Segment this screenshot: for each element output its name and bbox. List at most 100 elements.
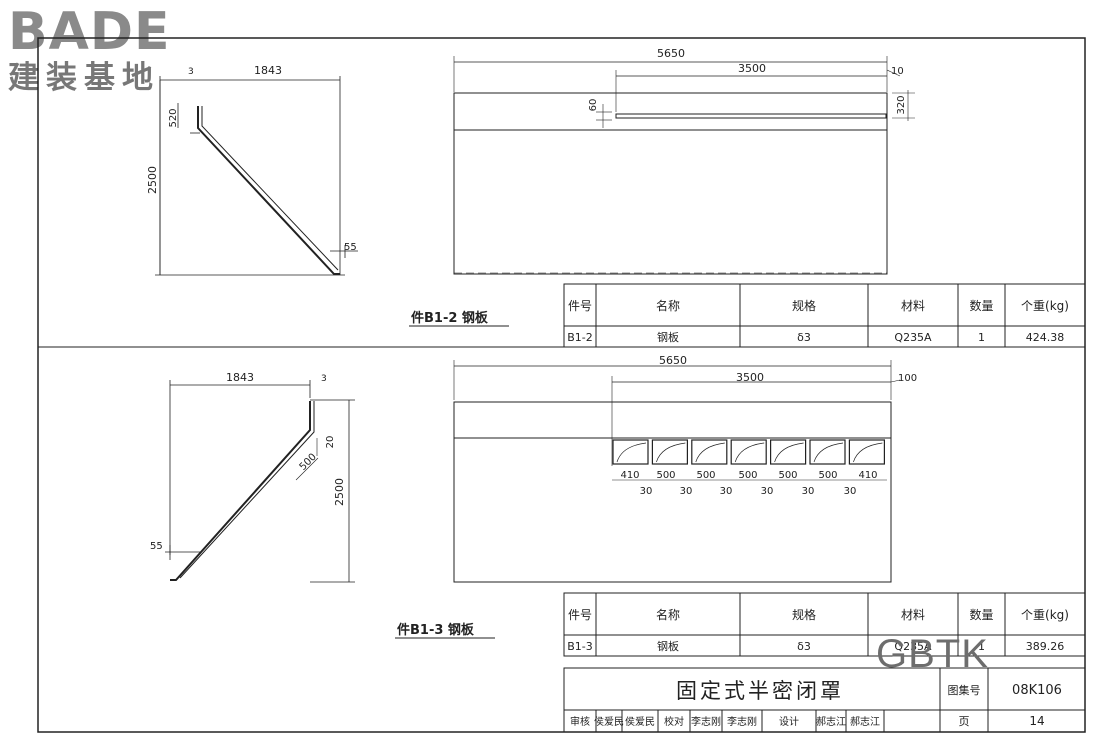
span-label: 500 <box>696 470 715 481</box>
part2-data-cell: δ3 <box>797 640 811 653</box>
dim-p1-slot-width: 60 <box>588 99 599 112</box>
part1-data-cell: δ3 <box>797 331 811 344</box>
signoff-cell: 李志刚 <box>727 715 757 728</box>
page-number: 14 <box>1029 714 1044 728</box>
part2-header-cell: 数量 <box>969 607 993 622</box>
cutout-window <box>730 439 767 465</box>
part1-header-cell: 个重(kg) <box>1021 299 1069 313</box>
page-label: 页 <box>959 715 970 728</box>
part1-label: 件B1-2 钢板 <box>411 310 489 326</box>
part2-profile-view <box>165 380 355 583</box>
dim-p1-slot: 3500 <box>738 62 766 75</box>
part2-data-cell: 1 <box>978 640 985 653</box>
signoff-cell: 侯爱民 <box>625 715 655 728</box>
dim-p2-bottom: 55 <box>150 541 163 552</box>
logo-brand: BADE <box>8 2 171 62</box>
dim-p1-end: 10 <box>891 66 904 77</box>
signoff-cell: 李志刚 <box>691 715 721 728</box>
part1-data-cell: Q235A <box>894 331 932 344</box>
cutout-window <box>809 439 846 465</box>
span-label: 410 <box>858 470 877 481</box>
part1-header-cell: 规格 <box>792 298 816 313</box>
title-block <box>563 667 1086 733</box>
signoff-cell: 郝志江 <box>816 715 846 728</box>
gap-label: 30 <box>680 486 693 497</box>
gap-label: 30 <box>844 486 857 497</box>
part1-header-cell: 数量 <box>969 298 993 313</box>
part1-profile-view <box>155 76 358 276</box>
atlas-number: 08K106 <box>1012 683 1062 698</box>
part2-label: 件B1-3 钢板 <box>397 622 475 638</box>
signoff-cell: 校对 <box>664 715 684 728</box>
cutout-curve <box>656 442 686 463</box>
part2-plan-view <box>453 360 901 583</box>
dim-p1-top-offset: 3 <box>188 67 194 77</box>
dim-p2-cutout: 3500 <box>736 371 764 384</box>
part1-parts-table: 件号 名称 规格 材料 数量 个重(kg) B1-2 钢板 δ3 Q235A 1 424.38 <box>563 283 1086 348</box>
atlas-label: 图集号 <box>948 683 981 697</box>
part2-data-cell: B1-3 <box>567 640 593 653</box>
span-label: 500 <box>818 470 837 481</box>
dim-p2-overall: 5650 <box>659 354 687 367</box>
part1-data-cell: 424.38 <box>1026 331 1065 344</box>
dim-p2-diag: 500 <box>298 452 319 473</box>
part1-header-cell: 件号 <box>568 299 592 313</box>
part2-data-cell: 钢板 <box>657 639 679 653</box>
dim-p1-height: 2500 <box>146 166 159 194</box>
brand-logo: BADE 建装基地 <box>8 4 218 104</box>
cutout-curve <box>774 442 804 463</box>
span-label: 500 <box>738 470 757 481</box>
signoff-cell: 郝志江 <box>850 715 880 728</box>
dim-p2-top-offset: 3 <box>321 374 327 384</box>
part2-header-cell: 材料 <box>901 608 925 622</box>
signoff-cell: 审核 <box>570 715 590 728</box>
cutout-curve <box>734 442 765 463</box>
dim-p1-band: 320 <box>896 95 907 114</box>
dim-p1-bottom: 55 <box>344 242 357 253</box>
gap-label: 30 <box>802 486 815 497</box>
part1-data-cell: B1-2 <box>567 331 593 344</box>
part1-data-cell: 1 <box>978 331 985 344</box>
span-label: 500 <box>778 470 797 481</box>
sheet-frame <box>37 37 1086 733</box>
logo-subtitle: 建装基地 <box>8 60 160 96</box>
cutout-window <box>848 439 886 465</box>
dim-p1-top-leg: 520 <box>168 108 179 127</box>
part1-data-cell: 钢板 <box>657 330 679 344</box>
span-label: 410 <box>620 470 639 481</box>
part1-plan-view <box>453 56 915 275</box>
cutout-window <box>769 439 807 465</box>
dim-p2-top-leg: 20 <box>325 436 336 449</box>
part2-header-cell: 规格 <box>792 607 816 622</box>
dim-p1-overall: 5650 <box>657 47 685 60</box>
cutout-curve <box>813 442 844 463</box>
part1-header-cell: 材料 <box>901 299 925 313</box>
dim-p2-end: 100 <box>898 373 917 384</box>
signoff-row: 审核侯爱民侯爱民校对李志刚李志刚设计郝志江郝志江 <box>570 715 880 728</box>
dim-p1-width: 1843 <box>254 64 282 77</box>
gap-label: 30 <box>720 486 733 497</box>
part2-data-cell: 389.26 <box>1026 640 1065 653</box>
span-label: 500 <box>656 470 675 481</box>
gap-label: 30 <box>761 486 774 497</box>
dim-p2-width: 1843 <box>226 371 254 384</box>
signoff-cell: 侯爱民 <box>594 715 624 728</box>
part2-header-cell: 名称 <box>656 607 680 622</box>
part2-header-cell: 个重(kg) <box>1021 608 1069 622</box>
gap-label: 30 <box>640 486 653 497</box>
signoff-cell: 设计 <box>779 715 799 728</box>
cutout-window <box>691 439 728 465</box>
cutout-window <box>612 439 649 465</box>
cutout-curve <box>853 442 883 463</box>
dim-p2-height: 2500 <box>333 478 346 506</box>
part1-header-cell: 名称 <box>656 298 680 313</box>
part2-table-border <box>563 592 1086 657</box>
cutout-window <box>651 439 689 465</box>
part1-table-border <box>563 283 1086 348</box>
watermark: GBTK <box>876 632 989 676</box>
part2-header-cell: 件号 <box>568 608 592 622</box>
cutout-curve <box>695 442 725 463</box>
